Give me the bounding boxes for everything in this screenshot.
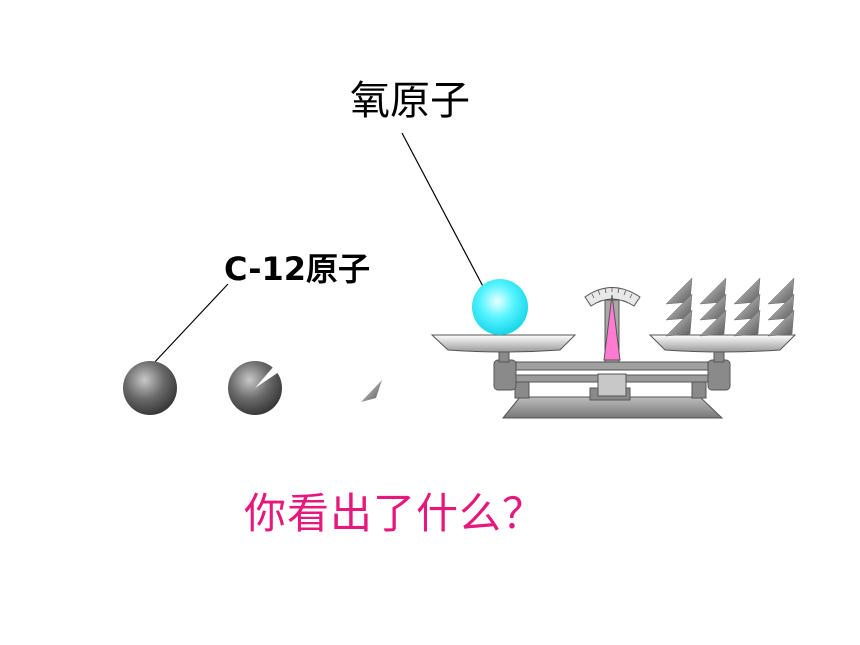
oxygen-atom [472,279,528,335]
wedge-piece [767,277,795,305]
carbon12-atom [123,361,177,415]
wedge-piece [699,293,727,321]
wedge-piece [767,309,795,337]
wedge-piece [733,309,761,337]
carbon-wedge-piece [361,380,382,402]
balance-pointer [603,294,621,361]
balance-scale [430,287,797,419]
wedge-piece [699,309,727,337]
wedge-piece [767,293,795,321]
oxygen-atom-label: 氧原子 [350,78,470,124]
carbon-atom-sliced [228,361,282,415]
wedge-piece [699,277,727,305]
oxygen-leader-line [401,132,488,295]
question-text: 你看出了什么？ [244,489,546,538]
wedge-piece [665,309,693,337]
carbon-leader-line [151,283,229,366]
wedge-piece [665,293,693,321]
wedge-piece [733,293,761,321]
carbon12-atom-label: C-12原子 [224,250,371,288]
wedge-piece [665,277,693,305]
wedge-piece [733,277,761,305]
wedge-pieces-stack [665,277,795,337]
